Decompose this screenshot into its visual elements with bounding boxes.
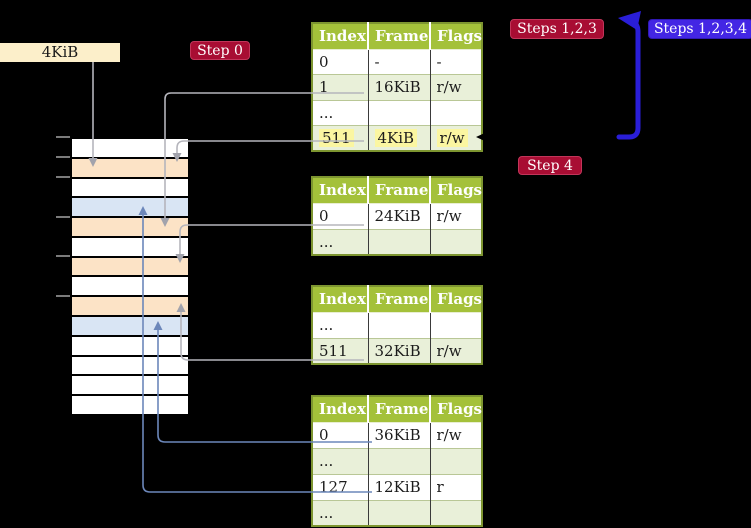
badge-step-4: Step 4 (518, 156, 582, 175)
memory-row-8kib-free (72, 178, 188, 199)
table-row: ... (312, 311, 482, 338)
cell-flags (430, 228, 482, 255)
highlighted-value: 4KiB (374, 129, 418, 147)
frame-size-label: 4KiB (0, 43, 120, 62)
table-header-row: Index Frame Flags (312, 396, 482, 423)
cell-frame: - (368, 48, 431, 75)
memory-row-48kib-free (72, 376, 188, 397)
arrowhead-blue-loop-top (618, 11, 641, 30)
table-row-recursive-entry: 511 4KiB r/w (312, 125, 482, 151)
table-row: 0 - - (312, 48, 482, 75)
memory-row-0kib-free (72, 139, 188, 159)
table-row: ... (312, 447, 482, 474)
cell-frame: 4KiB (368, 125, 431, 151)
cell-index: 511 (312, 337, 369, 364)
cell-index: 0 (312, 421, 369, 448)
cell-frame (368, 99, 431, 126)
cell-index: 127 (312, 473, 369, 500)
column-header-flags: Flags (430, 396, 482, 423)
memory-row-44kib-free (72, 356, 188, 377)
cell-index: ... (312, 311, 369, 338)
cell-flags: r/w (430, 337, 482, 364)
cell-flags: r/w (430, 421, 482, 448)
cell-frame: 32KiB (368, 337, 431, 364)
page-table-level-4: Index Frame Flags 0 - - 1 16KiB r/w ... (311, 22, 483, 152)
highlighted-value: 511 (319, 129, 354, 147)
cell-index: 511 (312, 125, 369, 151)
column-header-frame: Frame (368, 177, 431, 204)
page-table-level-3: Index Frame Flags 0 24KiB r/w ... (311, 176, 483, 256)
cell-index: ... (312, 228, 369, 255)
cell-frame (368, 311, 431, 338)
badge-steps-1-2-3-4: Steps 1,2,3,4 (648, 19, 751, 39)
cell-index: ... (312, 447, 369, 474)
table-header-row: Index Frame Flags (312, 177, 482, 204)
column-header-index: Index (312, 23, 369, 50)
cell-flags (430, 311, 482, 338)
table-header-row: Index Frame Flags (312, 286, 482, 313)
cell-index: ... (312, 99, 369, 126)
memory-row-32kib-page-table (72, 297, 188, 318)
table-row: ... (312, 228, 482, 255)
cell-flags: r/w (430, 125, 482, 151)
memory-row-16kib-page-table (72, 218, 188, 238)
cell-flags: r/w (430, 202, 482, 229)
column-header-flags: Flags (430, 23, 482, 50)
column-header-frame: Frame (368, 396, 431, 423)
column-header-index: Index (312, 177, 369, 204)
cell-flags: - (430, 48, 482, 75)
page-table-level-2: Index Frame Flags ... 511 32KiB r/w (311, 285, 483, 365)
physical-memory-column (70, 137, 190, 416)
cell-frame: 24KiB (368, 202, 431, 229)
table-row: 127 12KiB r (312, 473, 482, 500)
memory-row-52kib-free (72, 396, 188, 414)
column-header-frame: Frame (368, 23, 431, 50)
memory-row-12kib-mapped-frame (72, 198, 188, 219)
recursive-loop-blue-arrow (616, 18, 641, 140)
memory-row-20kib-free (72, 237, 188, 258)
memory-row-36kib-mapped-frame (72, 317, 188, 337)
table-row: 0 36KiB r/w (312, 421, 482, 448)
cell-flags (430, 447, 482, 474)
column-header-index: Index (312, 286, 369, 313)
column-header-index: Index (312, 396, 369, 423)
memory-row-24kib-page-table (72, 257, 188, 278)
cell-flags (430, 499, 482, 526)
cell-index: 0 (312, 202, 369, 229)
badge-steps-1-2-3: Steps 1,2,3 (510, 19, 604, 39)
column-header-frame: Frame (368, 286, 431, 313)
page-table-level-1: Index Frame Flags 0 36KiB r/w ... 127 12… (311, 395, 483, 527)
table-row: ... (312, 99, 482, 126)
table-row: 511 32KiB r/w (312, 337, 482, 364)
memory-offset-ticks (56, 136, 70, 297)
cell-frame: 36KiB (368, 421, 431, 448)
cell-frame (368, 499, 431, 526)
memory-row-4kib-page-table (72, 158, 188, 179)
cell-index: ... (312, 499, 369, 526)
table-row: 0 24KiB r/w (312, 202, 482, 229)
cell-flags: r/w (430, 74, 482, 100)
table-row: 1 16KiB r/w (312, 74, 482, 100)
memory-row-40kib-free (72, 336, 188, 357)
cell-frame (368, 228, 431, 255)
cell-frame: 12KiB (368, 473, 431, 500)
table-row: ... (312, 499, 482, 526)
cell-flags (430, 99, 482, 126)
badge-step-0: Step 0 (190, 41, 250, 60)
cell-flags: r (430, 473, 482, 500)
cell-frame: 16KiB (368, 74, 431, 100)
table-header-row: Index Frame Flags (312, 23, 482, 50)
cell-index: 0 (312, 48, 369, 75)
column-header-flags: Flags (430, 177, 482, 204)
cell-frame (368, 447, 431, 474)
column-header-flags: Flags (430, 286, 482, 313)
cell-index: 1 (312, 74, 369, 100)
highlighted-value: r/w (436, 129, 468, 147)
memory-row-28kib-free (72, 277, 188, 298)
